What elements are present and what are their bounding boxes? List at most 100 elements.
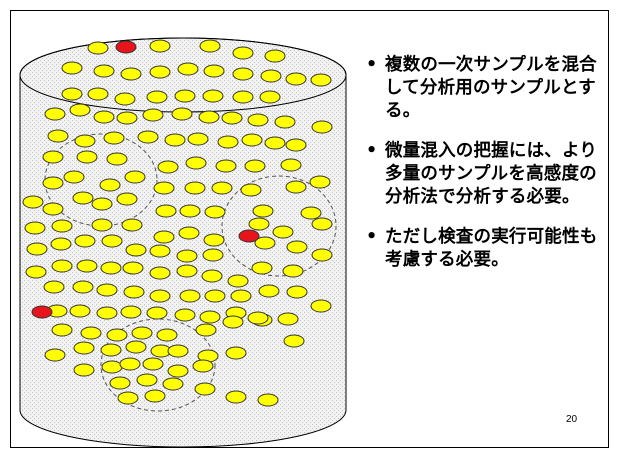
particle (174, 308, 196, 322)
particle (217, 135, 239, 149)
particle (61, 61, 83, 75)
particle (87, 41, 109, 55)
particle (171, 107, 193, 121)
particle (131, 326, 153, 340)
particle (42, 150, 64, 164)
particle (91, 218, 113, 232)
particle (230, 289, 252, 303)
particle (260, 69, 282, 83)
particle (309, 175, 331, 189)
particle (225, 346, 247, 360)
particle (117, 391, 139, 405)
particle (50, 237, 72, 251)
particle (247, 113, 269, 127)
particle (248, 217, 270, 231)
particle (176, 249, 198, 263)
particle (51, 259, 73, 273)
particle (124, 170, 146, 184)
particle (116, 111, 138, 125)
particle (310, 73, 332, 87)
particle (99, 178, 121, 192)
particle (272, 225, 294, 239)
particle (215, 159, 237, 173)
particle (96, 306, 118, 320)
particle (241, 133, 263, 147)
particle (311, 248, 333, 262)
particle (176, 264, 198, 278)
particle (76, 259, 98, 273)
particle (285, 72, 307, 86)
particle (73, 341, 95, 355)
particle (146, 306, 168, 320)
particle (199, 310, 221, 324)
page-number: 20 (566, 414, 578, 425)
particle (153, 181, 175, 195)
particle (259, 90, 281, 104)
particle (109, 376, 131, 390)
particle (22, 195, 44, 209)
particle (123, 285, 145, 299)
particle (162, 377, 184, 391)
particle (174, 89, 196, 103)
particle (232, 67, 254, 81)
particle (201, 269, 223, 283)
particle (199, 39, 221, 53)
particle (179, 204, 201, 218)
particle (69, 103, 91, 117)
particle (116, 192, 138, 206)
particle (61, 87, 83, 101)
sample-group-3 (100, 318, 216, 412)
bullet-item: 微量混入の把握には、より多量のサンプルを高感度の分析法で分析する必要。 (366, 140, 606, 209)
particle (240, 183, 262, 197)
particle (44, 348, 66, 362)
particle (47, 129, 69, 143)
particle (51, 323, 73, 337)
particle (204, 205, 226, 219)
particle (285, 180, 307, 194)
particle (232, 46, 254, 60)
particle (311, 120, 333, 134)
particle (252, 204, 274, 218)
contaminant-particle (115, 40, 137, 54)
particle (155, 204, 177, 218)
particle (69, 304, 91, 318)
particle (74, 134, 96, 148)
particle (264, 49, 286, 63)
particle (72, 191, 94, 205)
contaminant-particle (31, 305, 53, 319)
particle (106, 328, 128, 342)
particle (73, 363, 95, 377)
particle (101, 234, 123, 248)
particle (103, 131, 125, 145)
particle (80, 326, 102, 340)
particle (142, 108, 164, 122)
particle (43, 280, 65, 294)
bullet-list: 複数の一次サンプルを混合して分析用のサンプルとする。 微量混入の把握には、より多… (366, 54, 606, 289)
particle (195, 323, 217, 337)
particle (74, 234, 96, 248)
particle (232, 90, 254, 104)
particle (222, 315, 244, 329)
particle (42, 176, 64, 190)
particle (300, 206, 322, 220)
particle (247, 311, 269, 325)
particle (72, 280, 94, 294)
particle (192, 359, 214, 373)
particle (120, 305, 142, 319)
particle (184, 181, 206, 195)
particle (311, 217, 333, 231)
particle (198, 110, 220, 124)
particle (202, 89, 224, 103)
particle (42, 202, 64, 216)
particle (254, 236, 276, 250)
particle (244, 159, 266, 173)
particle (122, 261, 144, 275)
particle (119, 357, 141, 371)
particle (149, 65, 171, 79)
particle (187, 132, 209, 146)
particle (24, 221, 46, 235)
particle (120, 67, 142, 81)
particle (144, 389, 166, 403)
particle (185, 156, 207, 170)
